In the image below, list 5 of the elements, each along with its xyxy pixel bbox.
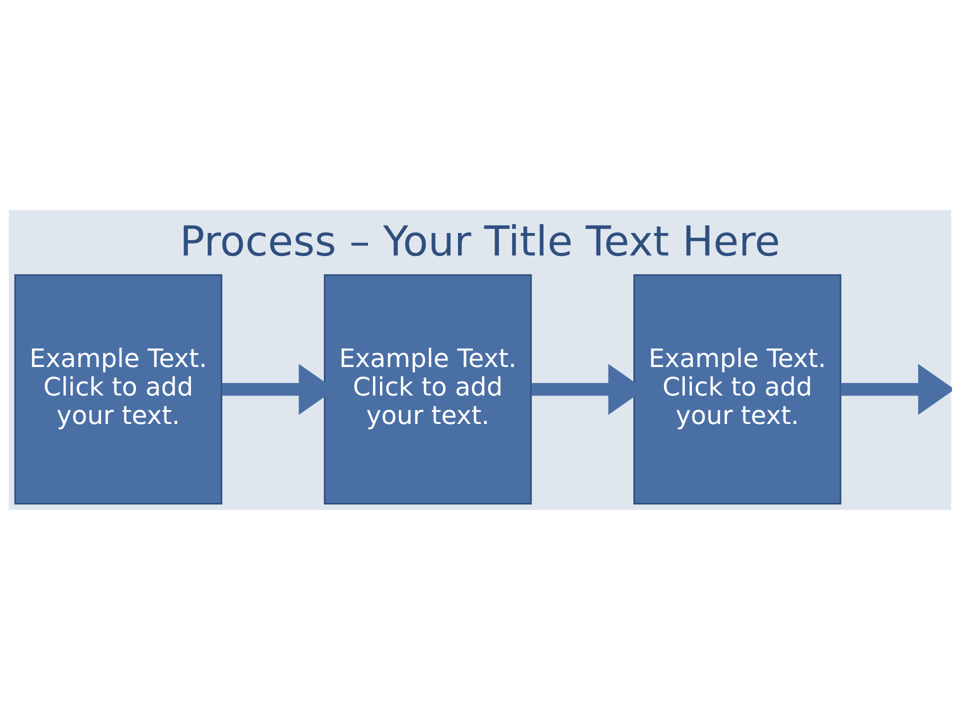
node-box: Example Text. Click to add your text. — [324, 274, 532, 504]
node-box: Example Text. Click to add your text. — [14, 274, 222, 504]
arrow — [840, 364, 952, 415]
node-box: Example Text. Click to add your text. — [633, 274, 842, 504]
diagram-title: Process – Your Title Text Here — [180, 218, 780, 266]
